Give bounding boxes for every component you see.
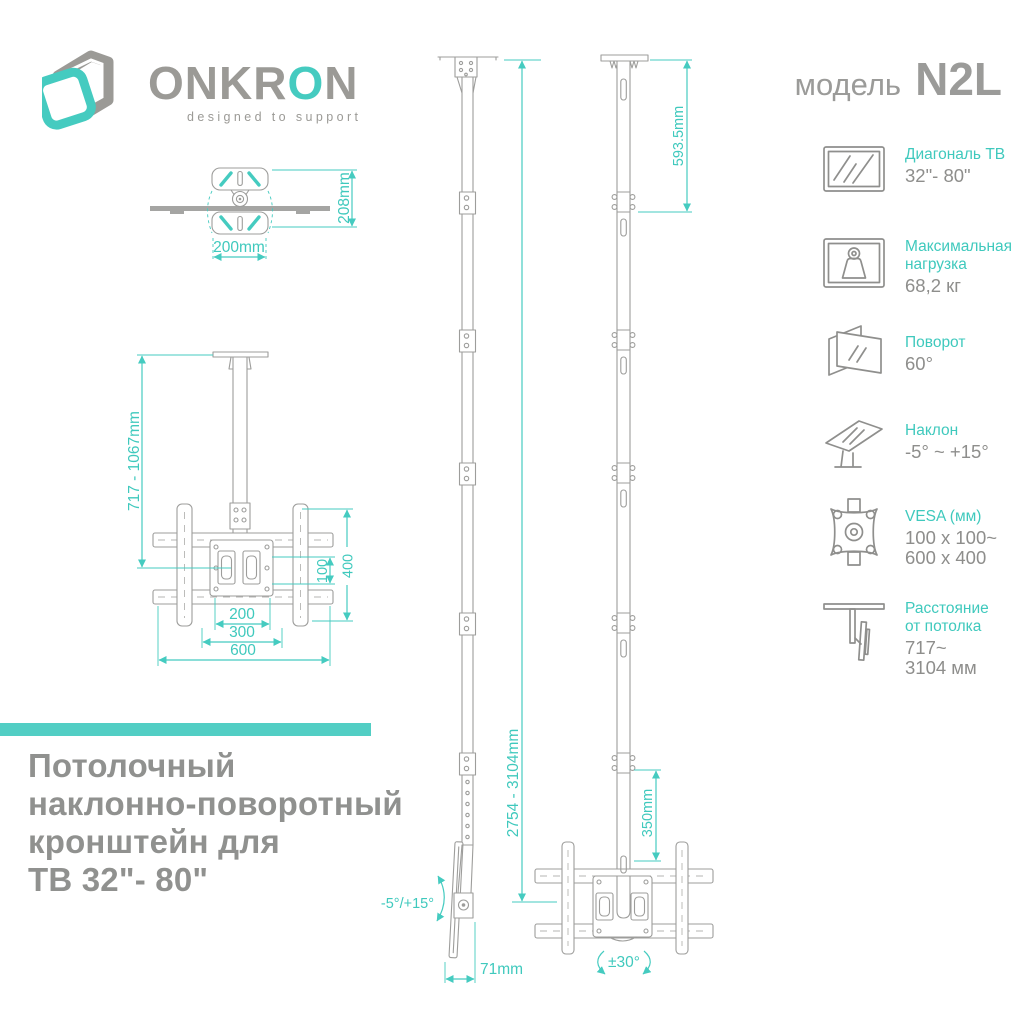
model-label: модель bbox=[794, 67, 902, 102]
dim-drop-height: 717 - 1067mm bbox=[126, 411, 143, 511]
model-block: модель N2L bbox=[795, 52, 1002, 106]
dim-topview-height: 208mm bbox=[336, 172, 353, 224]
side-view-pole-drawing: -5°/+15° 71mm bbox=[381, 56, 523, 983]
dim-topview-width: 200mm bbox=[213, 239, 265, 256]
spec-label: Максимальная нагрузка bbox=[905, 238, 1013, 273]
model-value: N2L bbox=[915, 53, 1002, 105]
pole-slots bbox=[620, 78, 627, 658]
spec-label: VESA (мм) bbox=[905, 508, 982, 525]
swivel-icon bbox=[828, 325, 882, 376]
spec-item-ceiling-distance: Расстояние от потолка 717~ 3104 мм bbox=[820, 598, 1024, 678]
dim-upper-section: 593.5mm bbox=[671, 106, 687, 166]
brand-accent-letter: O bbox=[287, 57, 325, 109]
dim-width-mid: 300 bbox=[229, 624, 255, 641]
tv-diagonal-icon bbox=[823, 146, 885, 192]
spec-value: 717~ 3104 мм bbox=[905, 637, 977, 678]
dim-vesa-height: 400 bbox=[341, 554, 357, 578]
pole-joints-side bbox=[458, 191, 477, 776]
dim-tilt-range: -5°/+15° bbox=[381, 896, 434, 912]
spec-item-swivel: Поворот 60° bbox=[820, 322, 1024, 384]
dim-vesa-pitch: 100 bbox=[315, 559, 331, 583]
dim-total-length: 2754 - 3104mm bbox=[505, 729, 522, 838]
onkron-logo-icon bbox=[42, 50, 114, 130]
max-load-icon bbox=[823, 238, 885, 288]
dim-width-outer: 600 bbox=[230, 642, 256, 659]
spec-value: -5° ~ +15° bbox=[905, 441, 989, 462]
brand-part1: ONKR bbox=[148, 57, 288, 109]
brand-tagline: designed to support bbox=[187, 110, 362, 124]
dim-depth: 71mm bbox=[480, 961, 523, 978]
front-view-drawing: 717 - 1067mm 400 100 200 300 600 bbox=[126, 351, 357, 666]
spec-value: 100 x 100~ 600 x 400 bbox=[905, 527, 998, 568]
dim-width-inner: 200 bbox=[229, 606, 255, 623]
dim-lower-section: 350mm bbox=[640, 789, 656, 837]
ceiling-distance-icon bbox=[823, 603, 885, 661]
tilt-icon bbox=[825, 420, 883, 468]
vesa-icon bbox=[830, 498, 878, 566]
adjustment-holes bbox=[465, 779, 470, 840]
spec-value: 68,2 кг bbox=[905, 275, 961, 296]
spec-value: 32"- 80" bbox=[905, 165, 971, 186]
spec-label: Наклон bbox=[905, 422, 959, 439]
spec-item-vesa: VESA (мм) 100 x 100~ 600 x 400 bbox=[820, 496, 1024, 568]
spec-value: 60° bbox=[905, 353, 933, 374]
spec-item-tilt: Наклон -5° ~ +15° bbox=[820, 414, 1024, 472]
spec-label: Поворот bbox=[905, 334, 966, 351]
dim-swivel-range: ±30° bbox=[608, 954, 640, 971]
total-length-dimension: 2754 - 3104mm bbox=[504, 59, 557, 903]
spec-item-max-load: Максимальная нагрузка 68,2 кг bbox=[820, 238, 1024, 296]
page-title: Потолочный наклонно-поворотный кронштейн… bbox=[28, 747, 403, 898]
top-view-drawing: 208mm 200mm bbox=[150, 167, 357, 262]
brand-part2: N bbox=[324, 57, 359, 109]
spec-item-diagonal: Диагональ ТВ 32"- 80" bbox=[820, 146, 1024, 192]
pole-joints-front bbox=[611, 191, 636, 774]
front-view-pole-drawing: 593.5mm 350mm ±30° bbox=[534, 54, 714, 975]
spec-label: Диагональ ТВ bbox=[905, 146, 1006, 163]
spec-label: Расстояние от потолка bbox=[905, 600, 989, 635]
title-accent-bar bbox=[0, 723, 371, 736]
brand-wordmark: ONKRON bbox=[148, 60, 358, 106]
